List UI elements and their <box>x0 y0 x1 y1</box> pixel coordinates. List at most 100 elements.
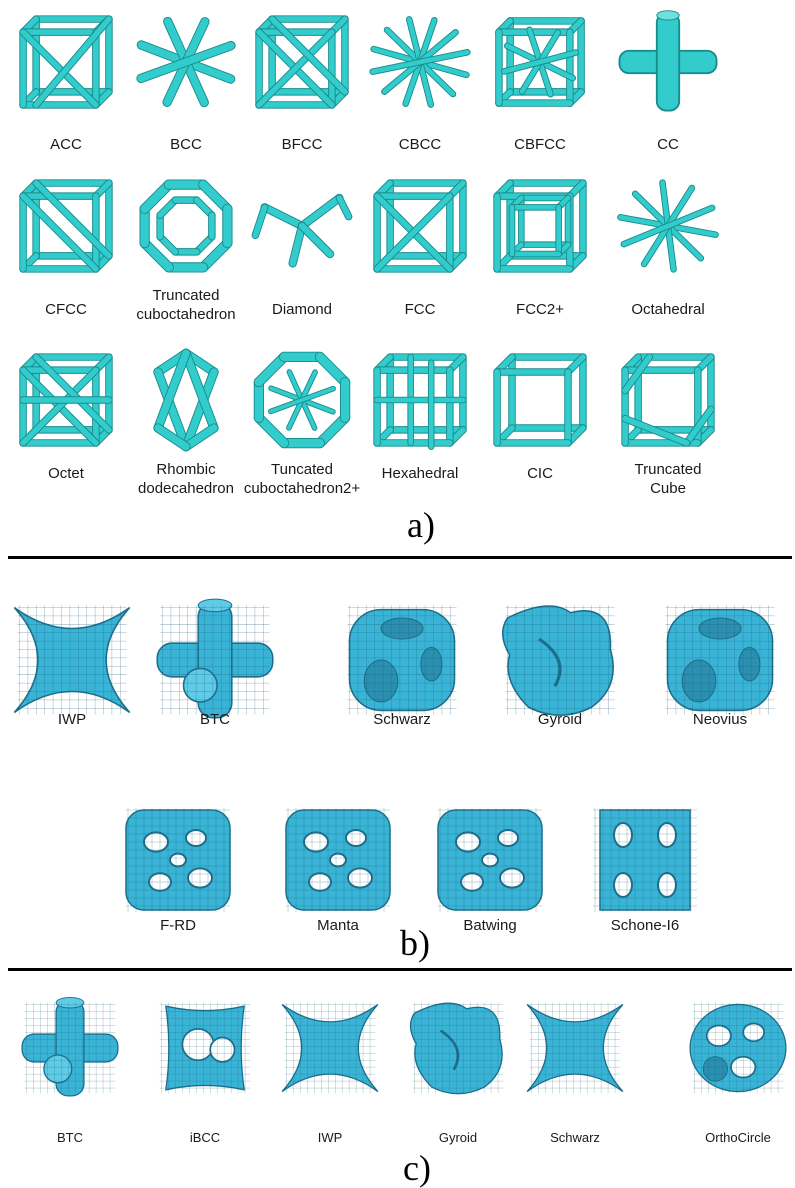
unit-cell-item: Rhombic dodecahedron <box>111 344 261 500</box>
unit-cell-label: IWP <box>317 1130 343 1145</box>
fcc-lattice-icon <box>373 179 467 273</box>
rhombic-dodecahedron-lattice-icon <box>153 348 219 452</box>
unit-cell-item: CFCC <box>0 170 141 340</box>
unit-cell-item: Gyroid <box>490 600 630 750</box>
bfcc-lattice-icon <box>255 15 349 109</box>
unit-cell-item: Truncated cuboctahedron <box>111 170 261 326</box>
cic-lattice-icon <box>493 353 587 447</box>
octahedral-lattice-icon <box>617 179 719 273</box>
unit-cell-label: Hexahedral <box>381 465 459 482</box>
unit-cell-item: BFCC <box>227 6 377 175</box>
unit-cell-label: Schwarz <box>373 711 431 728</box>
unit-cell-label: BFCC <box>281 136 323 153</box>
unit-cell-label: Batwing <box>463 917 517 934</box>
frd-tpms-icon <box>125 808 231 912</box>
unit-cell-item: CIC <box>465 344 615 504</box>
unit-cell-label: Octahedral <box>631 301 705 318</box>
unit-cell-item: F-RD <box>108 800 248 956</box>
unit-cell-item: FCC2+ <box>465 170 615 340</box>
unit-cell-item: Manta <box>268 800 408 956</box>
unit-cell-label: CBCC <box>398 136 442 153</box>
unit-cell-item: CBCC <box>345 6 495 175</box>
unit-cell-label: OrthoCircle <box>705 1130 771 1145</box>
unit-cell-item: BTC <box>145 598 285 750</box>
unit-cell-label: CFCC <box>45 301 87 318</box>
unit-cell-label: Rhombic dodecahedron <box>138 461 234 497</box>
acc-lattice-icon <box>19 15 113 109</box>
manta-tpms-icon <box>285 808 391 912</box>
unit-cell-label: Manta <box>317 917 359 934</box>
unit-cell-item: FCC <box>345 170 495 340</box>
neovius-tpms-icon <box>665 605 775 715</box>
section-label: c) <box>403 1148 431 1188</box>
cfcc-lattice-icon <box>19 179 113 273</box>
iwp-tpms-icon <box>13 605 131 715</box>
unit-cell-label: Neovius <box>692 711 748 728</box>
unit-cell-item: Octet <box>0 344 141 504</box>
unit-cell-label: BCC <box>170 136 202 153</box>
schwarz-tpms-icon <box>347 605 457 715</box>
unit-cell-label: Truncated Cube <box>634 461 702 497</box>
unit-cell-label: Octet <box>48 465 84 482</box>
unit-cell-item: BTC <box>0 993 140 1168</box>
unit-cell-label: BTC <box>57 1130 83 1145</box>
unit-cell-item: Tuncated cuboctahedron2+ <box>227 344 377 500</box>
schone-i6-tpms-icon <box>593 808 697 912</box>
cbfcc-lattice-icon <box>495 17 585 107</box>
btc-cell-icon <box>21 997 119 1097</box>
unit-cell-label: CIC <box>527 465 553 482</box>
batwing-tpms-icon <box>437 808 543 912</box>
btc-tpms-icon <box>156 598 274 719</box>
gyroid-cell-icon <box>409 1002 504 1095</box>
unit-cell-label: F-RD <box>160 917 196 934</box>
unit-cell-item: Hexahedral <box>345 344 495 504</box>
unit-cell-item: Schone-I6 <box>575 800 715 956</box>
unit-cell-item: Truncated Cube <box>593 344 743 500</box>
unit-cell-label: BTC <box>200 711 230 728</box>
unit-cell-label: Schone-I6 <box>610 917 680 934</box>
unit-cell-label: Gyroid <box>438 1130 478 1145</box>
octet-lattice-icon <box>19 353 113 447</box>
unit-cell-item: IWP <box>2 600 142 750</box>
unit-cell-label: IWP <box>57 711 87 728</box>
hexahedral-lattice-icon <box>373 353 467 450</box>
orthocircle-cell-icon <box>689 1002 787 1094</box>
unit-cell-label: Diamond <box>271 301 333 318</box>
section-divider <box>8 968 792 971</box>
cbcc-lattice-icon <box>369 16 471 108</box>
unit-cell-label: Tuncated cuboctahedron2+ <box>243 461 361 497</box>
section-label: b) <box>400 923 430 963</box>
unit-cell-item: iBCC <box>135 993 275 1168</box>
unit-cell-item: CBFCC <box>465 6 615 175</box>
unit-cell-label: CC <box>657 136 679 153</box>
unit-cell-label: CBFCC <box>514 136 566 153</box>
truncated-cuboctahedron2plus-lattice-icon <box>253 351 351 449</box>
unit-cell-label: Truncated cuboctahedron <box>136 287 236 323</box>
truncated-cube-lattice-icon <box>621 353 715 447</box>
unit-cell-label: FCC2+ <box>516 301 564 318</box>
unit-cell-item: Batwing <box>420 800 560 956</box>
ibcc-cell-icon <box>159 1002 251 1094</box>
bcc-lattice-icon <box>136 16 236 108</box>
schwarz-cell-icon <box>526 1002 624 1094</box>
unit-cell-item: BCC <box>111 6 261 175</box>
iwp-cell-icon <box>281 1002 379 1094</box>
unit-cell-label: Gyroid <box>537 711 583 728</box>
unit-cell-item: Schwarz <box>505 993 645 1168</box>
unit-cell-label: FCC <box>404 301 436 318</box>
unit-cell-item: Gyroid <box>388 993 528 1168</box>
unit-cell-item: Diamond <box>227 170 377 340</box>
cc-lattice-icon <box>618 10 718 112</box>
unit-cell-item: ACC <box>0 6 141 175</box>
unit-cell-item: CC <box>593 6 743 175</box>
unit-cell-label: ACC <box>50 136 82 153</box>
unit-cell-item: Schwarz <box>332 600 472 750</box>
unit-cell-item: IWP <box>260 993 400 1168</box>
unit-cell-label: Schwarz <box>550 1130 600 1145</box>
section-label: a) <box>407 505 435 545</box>
truncated-cuboctahedron-lattice-icon <box>139 179 233 273</box>
unit-cell-item: Neovius <box>650 600 790 750</box>
diamond-lattice-icon <box>251 193 353 268</box>
unit-cell-item: Octahedral <box>593 170 743 340</box>
unit-cell-item: OrthoCircle <box>668 993 795 1168</box>
